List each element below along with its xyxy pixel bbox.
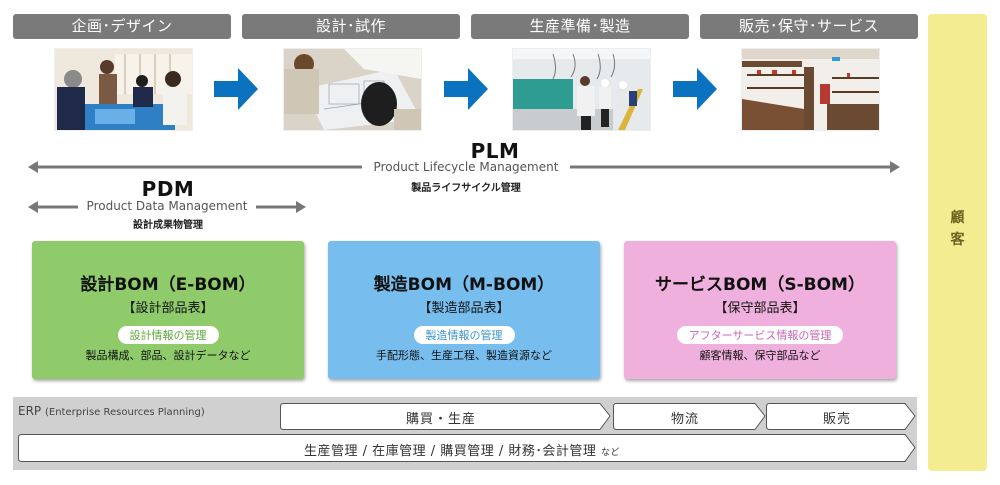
plm-english-name: Product Lifecycle Management [362,160,570,174]
planning-meeting-image [54,48,193,131]
ebom-management-pill: 設計情報の管理 [117,326,219,344]
sbom-box: サービスBOM（S-BOM） 【保守部品表】 アフターサービス情報の管理 顧客情… [624,241,896,379]
customer-column [928,14,987,471]
customer-label: 顧 客 [928,207,987,251]
plm-title: PLM [470,139,520,163]
erp-process-purchase-production: 購買・生産 [405,412,476,427]
sbom-description: 顧客情報、保守部品など [699,349,821,362]
chevron-logistics [613,403,766,430]
sbom-title: サービスBOM（S-BOM） [655,275,865,295]
chevron-sales [766,403,916,430]
mbom-subtitle: 【製造部品表】 [418,301,510,316]
pdm-title: PDM [141,177,195,201]
retail-store-image [741,48,880,131]
customer-label-char-2: 客 [950,232,965,248]
ebom-box: 設計BOM（E-BOM） 【設計部品表】 設計情報の管理 製品構成、部品、設計デ… [32,241,304,379]
right-arrow-icon [214,68,258,110]
pdm-english-name: Product Data Management [78,199,256,213]
erp-acronym: ERP [18,404,42,418]
erp-process-sales: 販売 [822,412,851,427]
erp-functions-suffix: など [601,448,621,458]
erp-functions-list: 生産管理 / 在庫管理 / 購買管理 / 財務･会計管理 [303,444,597,459]
erp-label: ERP (Enterprise Resources Planning) [18,404,205,418]
ebom-title: 設計BOM（E-BOM） [80,275,256,295]
right-arrow-icon [444,68,488,110]
ebom-description: 製品構成、部品、設計データなど [85,349,251,362]
chevron-management-functions [18,434,916,462]
erp-full-name: (Enterprise Resources Planning) [44,407,205,418]
sbom-subtitle: 【保守部品表】 [714,301,806,316]
factory-production-image [512,48,651,131]
erp-process-logistics: 物流 [670,412,699,427]
sbom-management-pill: アフターサービス情報の管理 [676,326,844,344]
right-arrow-icon [673,68,717,110]
customer-label-char-1: 顧 [950,210,965,226]
ebom-subtitle: 【設計部品表】 [122,301,214,316]
stage-header-manufacturing: 生産準備･製造 [471,14,689,39]
plm-japanese-name: 製品ライフサイクル管理 [411,183,521,194]
pdm-japanese-name: 設計成果物管理 [133,220,203,231]
mbom-management-pill: 製造情報の管理 [413,326,515,344]
chevron-purchase-production [280,403,611,430]
design-drawings-image [283,48,422,131]
mbom-title: 製造BOM（M-BOM） [373,275,555,295]
stage-header-sales-service: 販売･保守･サービス [700,14,918,39]
stage-header-planning: 企画･デザイン [13,14,231,39]
stage-header-design: 設計･試作 [242,14,460,39]
erp-functions: 生産管理 / 在庫管理 / 購買管理 / 財務･会計管理 など [19,440,905,459]
mbom-box: 製造BOM（M-BOM） 【製造部品表】 製造情報の管理 手配形態、生産工程、製… [328,241,600,379]
mbom-description: 手配形態、生産工程、製造資源など [376,349,552,362]
